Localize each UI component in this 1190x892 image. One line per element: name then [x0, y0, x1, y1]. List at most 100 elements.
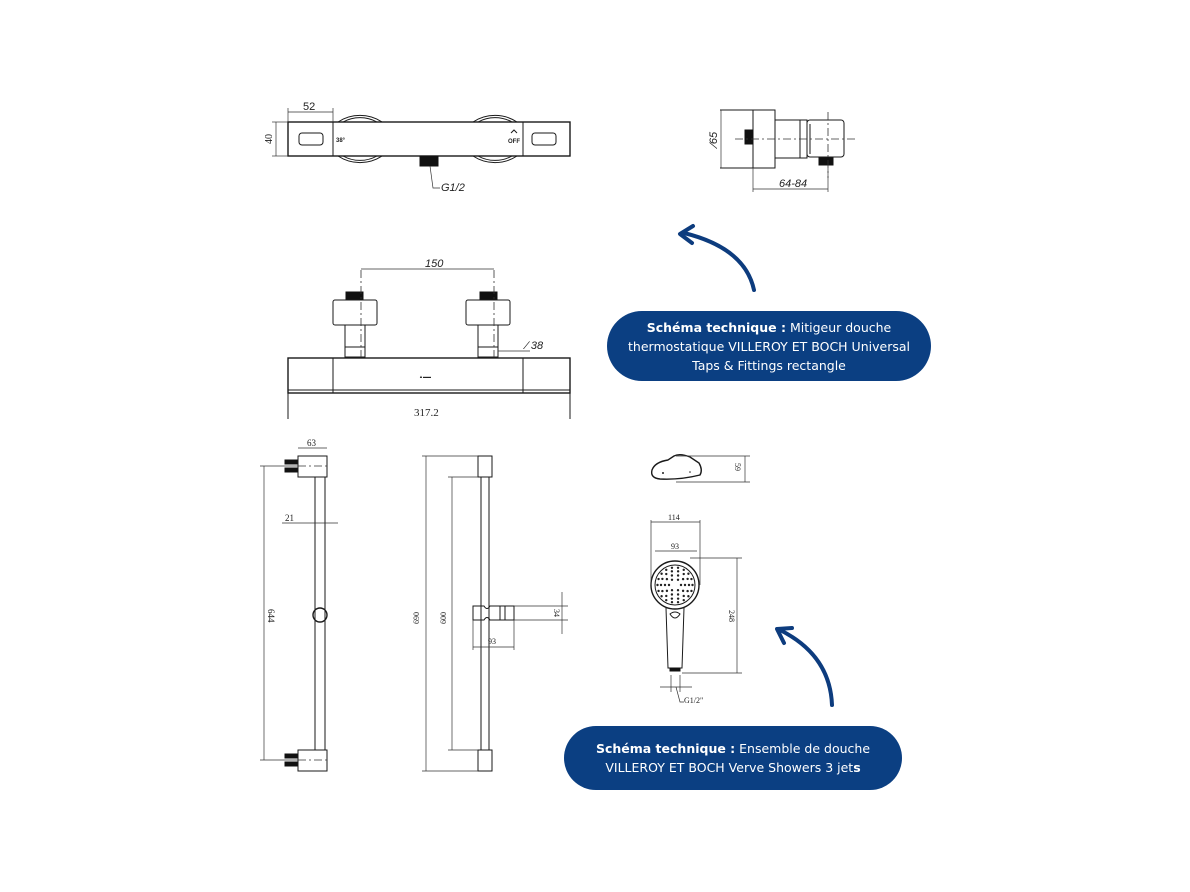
spray-nozzle — [676, 570, 680, 573]
spray-nozzle — [687, 572, 690, 575]
slider-holder — [472, 605, 501, 621]
inlet-nut-right — [479, 291, 498, 301]
spray-nozzle — [691, 583, 694, 587]
callout-mixer: Schéma technique : Mitigeur douche therm… — [607, 311, 931, 381]
mixer-front-body — [287, 357, 571, 394]
spray-nozzle — [665, 589, 669, 593]
dim-248: 248 — [727, 610, 736, 622]
mixer-front-view: 150 ∕ 38 ▲▬▬ 317.2 — [287, 258, 571, 419]
dim-93-holder: 93 — [488, 637, 496, 646]
dim-64-84: 64-84 — [779, 178, 807, 190]
callout-2-bold: Schéma technique : — [595, 741, 736, 756]
rail-side-view: 690 600 93 34 — [412, 455, 568, 772]
spray-nozzle — [665, 577, 669, 581]
dim-600: 600 — [439, 612, 448, 624]
spray-nozzle — [667, 583, 671, 587]
callout-2-tail: s — [853, 760, 861, 775]
inlet-nut-left — [345, 291, 364, 301]
dim-34: 34 — [552, 609, 561, 617]
handle-right-bottom-arc — [472, 155, 518, 164]
spray-nozzle — [665, 598, 668, 602]
spray-nozzle — [660, 595, 663, 598]
spray-nozzle — [670, 597, 674, 600]
spray-nozzle — [670, 588, 674, 592]
inlet-right — [465, 299, 511, 326]
inlet-left — [332, 299, 378, 326]
spray-nozzle — [663, 583, 667, 587]
spray-nozzles — [656, 566, 694, 604]
arrow-callout-1 — [678, 224, 756, 292]
dim-40: 40 — [264, 134, 275, 144]
spray-nozzle — [687, 595, 690, 598]
spray-nozzle — [657, 577, 660, 581]
spray-nozzle — [670, 574, 674, 577]
dim-52: 52 — [303, 101, 315, 113]
spray-nozzle — [665, 594, 668, 598]
rail-cap-bottom — [477, 749, 493, 772]
side-elbow-nut — [818, 157, 834, 166]
end-window-left — [298, 132, 324, 146]
rail-slider — [312, 607, 328, 623]
spray-nozzle — [665, 568, 668, 572]
callout-1-text: Mitigeur douche thermostatique VILLEROY … — [628, 319, 910, 373]
spray-nozzle — [676, 601, 680, 604]
spray-nozzle — [665, 572, 668, 576]
inlet-stem-left — [344, 324, 366, 358]
shower-head-face — [654, 564, 696, 606]
callout-1-bold: Schéma technique : — [646, 319, 786, 335]
spray-nozzle — [670, 601, 674, 604]
brand-logo: ▲▬▬ — [419, 374, 431, 379]
spray-nozzle — [679, 583, 683, 587]
dim-150: 150 — [425, 258, 444, 270]
inlet-stem-right — [477, 324, 499, 358]
handle-left-bottom-arc — [337, 155, 383, 164]
spray-nozzle — [682, 568, 685, 572]
dim-690: 690 — [412, 612, 421, 624]
dim-59: 59 — [733, 463, 742, 471]
spray-nozzle — [683, 583, 687, 587]
end-window-right — [531, 132, 557, 146]
spray-nozzle — [676, 593, 680, 596]
spray-nozzle — [676, 597, 680, 600]
spray-nozzle — [670, 570, 674, 573]
off-mark: OFF — [508, 139, 520, 145]
rail-cap-top — [477, 455, 493, 478]
thread-label: G1/2 — [441, 182, 465, 194]
spray-nozzle — [686, 589, 689, 593]
spray-nozzle — [676, 578, 680, 582]
spray-nozzle — [681, 589, 685, 593]
spray-nozzle — [682, 598, 685, 602]
spray-nozzle — [690, 577, 693, 581]
mixer-side-view: ∕65 64-84 — [708, 109, 858, 192]
callout-shower-set: Schéma technique : Ensemble de douche VI… — [564, 726, 902, 790]
handle-left-top-arc — [337, 114, 383, 123]
dim-65: ∕65 — [708, 131, 720, 149]
spray-nozzle — [659, 583, 663, 587]
dim-317-2: 317.2 — [414, 407, 439, 419]
handle-right-top-arc — [472, 114, 518, 123]
arrow-callout-2 — [775, 626, 834, 707]
rail-front-view: 63 21 644 — [260, 438, 338, 772]
temp-mark: 38° — [336, 138, 346, 144]
spray-nozzle — [690, 589, 693, 593]
dim-63: 63 — [307, 438, 317, 448]
spray-nozzle — [670, 566, 674, 569]
spray-nozzle — [681, 577, 685, 581]
spray-nozzle — [682, 572, 685, 576]
spray-nozzle — [687, 583, 691, 587]
outlet-nut — [419, 155, 439, 167]
dim-38: ∕ 38 — [523, 340, 544, 352]
dim-644: 644 — [266, 609, 276, 623]
handshower-profile — [650, 454, 702, 480]
spray-nozzle — [670, 593, 674, 596]
dim-thread-handshower: G1/2" — [684, 696, 703, 705]
bracket-top — [297, 455, 328, 478]
dim-21: 21 — [285, 513, 294, 523]
shower-handle — [665, 607, 685, 669]
spray-nozzle — [656, 583, 659, 587]
mixer-top-view: 38° OFF G1/2 52 40 — [264, 101, 571, 194]
spray-nozzle — [657, 589, 660, 593]
spray-nozzle — [676, 588, 680, 592]
holder-connector — [499, 605, 515, 621]
